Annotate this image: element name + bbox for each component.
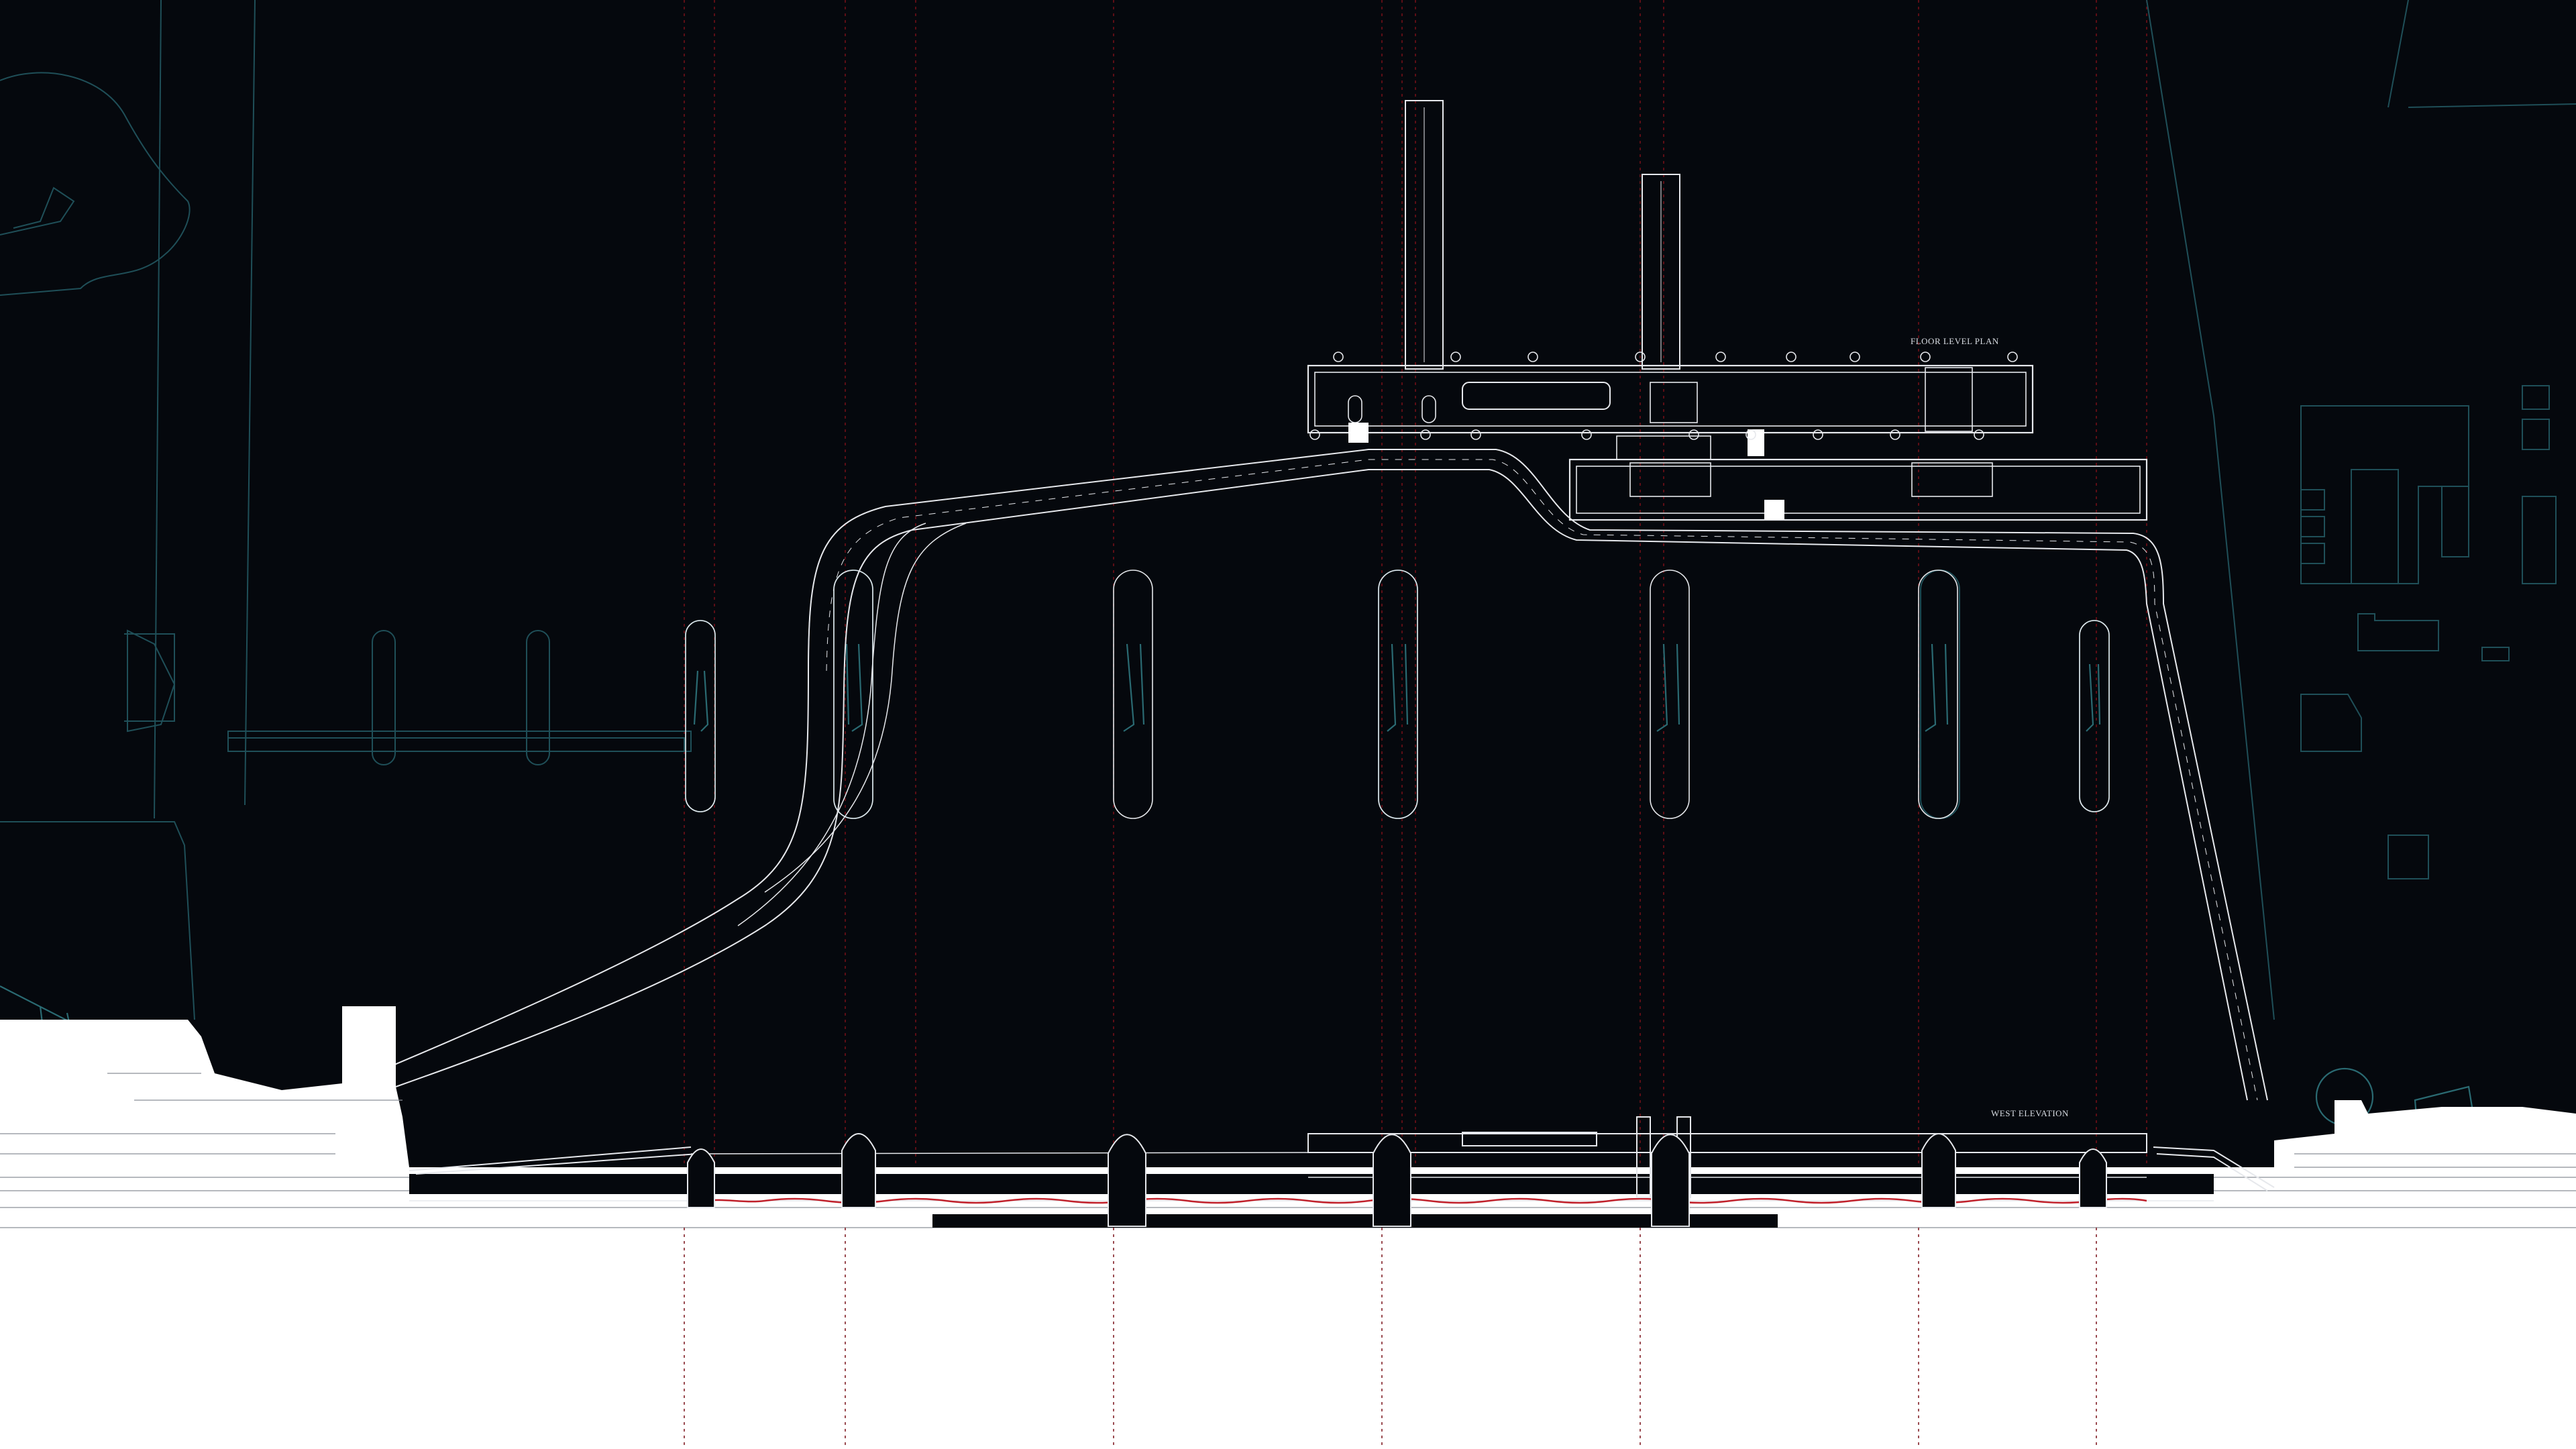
plan-column <box>1849 352 1860 362</box>
pylon <box>1921 1133 1956 1208</box>
plan-column <box>1470 429 1481 440</box>
plan-column <box>1420 429 1431 440</box>
plan-column <box>1715 352 1726 362</box>
plan-column <box>1813 429 1823 440</box>
elevated-walkway <box>341 449 2268 1101</box>
plan-column <box>1635 352 1646 362</box>
ship-structures <box>693 643 2101 732</box>
plan-column <box>1309 429 1320 440</box>
plan-column-markers <box>1309 352 2018 440</box>
plan-column <box>1527 352 1538 362</box>
ship-hulls <box>227 570 2110 819</box>
elevation-pylons <box>687 1133 2107 1227</box>
plan-column <box>1450 352 1461 362</box>
floor-plan-label: FLOOR LEVEL PLAN <box>1911 336 1999 346</box>
plan-column <box>1786 352 1796 362</box>
pylon <box>841 1133 876 1208</box>
west-elevation-label: WEST ELEVATION <box>1991 1108 2069 1118</box>
plan-column <box>1920 352 1931 362</box>
west-elevation-structure <box>409 1116 2275 1198</box>
plan-column <box>1974 429 1984 440</box>
plan-column <box>1688 429 1699 440</box>
plan-column <box>1746 429 1756 440</box>
pylon <box>1108 1134 1146 1227</box>
ground-and-elevation <box>0 1006 2576 1449</box>
pylon <box>687 1148 715 1208</box>
plan-column <box>1581 429 1592 440</box>
pylon <box>1373 1134 1411 1227</box>
chimneys <box>1405 100 1680 370</box>
pylon <box>2079 1148 2107 1208</box>
plan-column <box>1333 352 1344 362</box>
plan-column <box>1890 429 1900 440</box>
plan-column <box>2007 352 2018 362</box>
floor-plan-buildings <box>1307 364 2148 521</box>
pylon <box>1651 1134 1690 1227</box>
